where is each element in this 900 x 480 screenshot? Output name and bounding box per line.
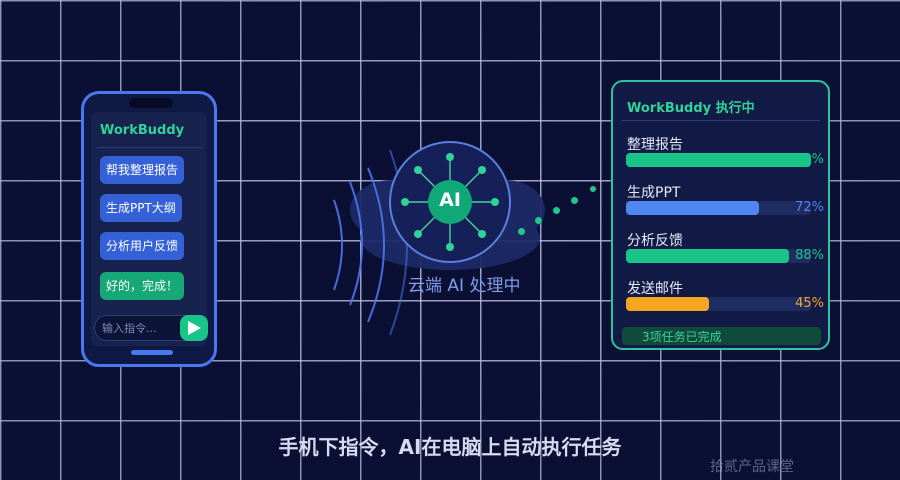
phone-notch bbox=[129, 98, 173, 108]
task-progress-fill bbox=[626, 153, 811, 167]
play-triangle-icon bbox=[188, 321, 201, 335]
command-input[interactable] bbox=[102, 320, 177, 336]
panel-title: WorkBuddy 执行中 bbox=[627, 101, 755, 116]
cloud-ai-hub bbox=[333, 141, 545, 336]
task-progress-fill bbox=[626, 297, 710, 311]
trail-dot bbox=[553, 207, 560, 214]
task-progress-bar bbox=[626, 249, 811, 263]
task-progress-fill bbox=[626, 201, 760, 215]
phone-divider bbox=[97, 147, 203, 148]
trail-dot bbox=[518, 228, 525, 235]
task-percent: 88% bbox=[795, 248, 824, 263]
task-progress-bar bbox=[626, 297, 811, 311]
task-percent: 72% bbox=[795, 200, 824, 215]
chat-message[interactable]: 帮我整理报告 bbox=[100, 156, 185, 184]
task-percent: 100% bbox=[786, 152, 824, 167]
page-caption: 手机下指令，AI在电脑上自动执行任务 bbox=[278, 435, 622, 459]
phone-home-indicator bbox=[131, 350, 173, 355]
command-input-bar bbox=[94, 315, 208, 341]
send-button[interactable] bbox=[180, 315, 208, 341]
task-label: 分析反馈 bbox=[627, 233, 683, 249]
task-progress-bar bbox=[626, 153, 811, 167]
task-label: 生成PPT bbox=[627, 185, 681, 201]
chat-reply-message: 好的，完成！ bbox=[100, 272, 185, 300]
trail-dot bbox=[571, 197, 578, 204]
trail-dot bbox=[590, 186, 596, 192]
phone-mockup: WorkBuddy 帮我整理报告 生成PPT大纲 分析用户反馈 好的，完成！ bbox=[81, 91, 217, 367]
trail-dot bbox=[535, 217, 542, 224]
phone-screen: WorkBuddy 帮我整理报告 生成PPT大纲 分析用户反馈 好的，完成！ bbox=[91, 112, 208, 346]
task-percent: 45% bbox=[795, 296, 824, 311]
ai-core-circle bbox=[428, 180, 472, 224]
task-progress-bar bbox=[626, 201, 811, 215]
phone-app-title: WorkBuddy bbox=[100, 123, 185, 138]
cloud-status-label: 云端 AI 处理中 bbox=[408, 276, 521, 296]
task-label: 整理报告 bbox=[627, 137, 683, 153]
watermark: 拾贰产品课堂 bbox=[710, 459, 794, 475]
task-label: 发送邮件 bbox=[627, 281, 683, 297]
chat-message[interactable]: 分析用户反馈 bbox=[100, 232, 185, 260]
ai-badge: AI bbox=[439, 189, 461, 211]
chat-message[interactable]: 生成PPT大纲 bbox=[100, 194, 182, 222]
hub-nodes bbox=[401, 153, 499, 251]
panel-divider bbox=[621, 120, 820, 121]
task-progress-fill bbox=[626, 249, 789, 263]
status-summary: 3项任务已完成 bbox=[622, 327, 821, 345]
task-panel: WorkBuddy 执行中 整理报告 100% 生成PPT 72% 分析反馈 88% 发送邮… bbox=[611, 80, 830, 350]
